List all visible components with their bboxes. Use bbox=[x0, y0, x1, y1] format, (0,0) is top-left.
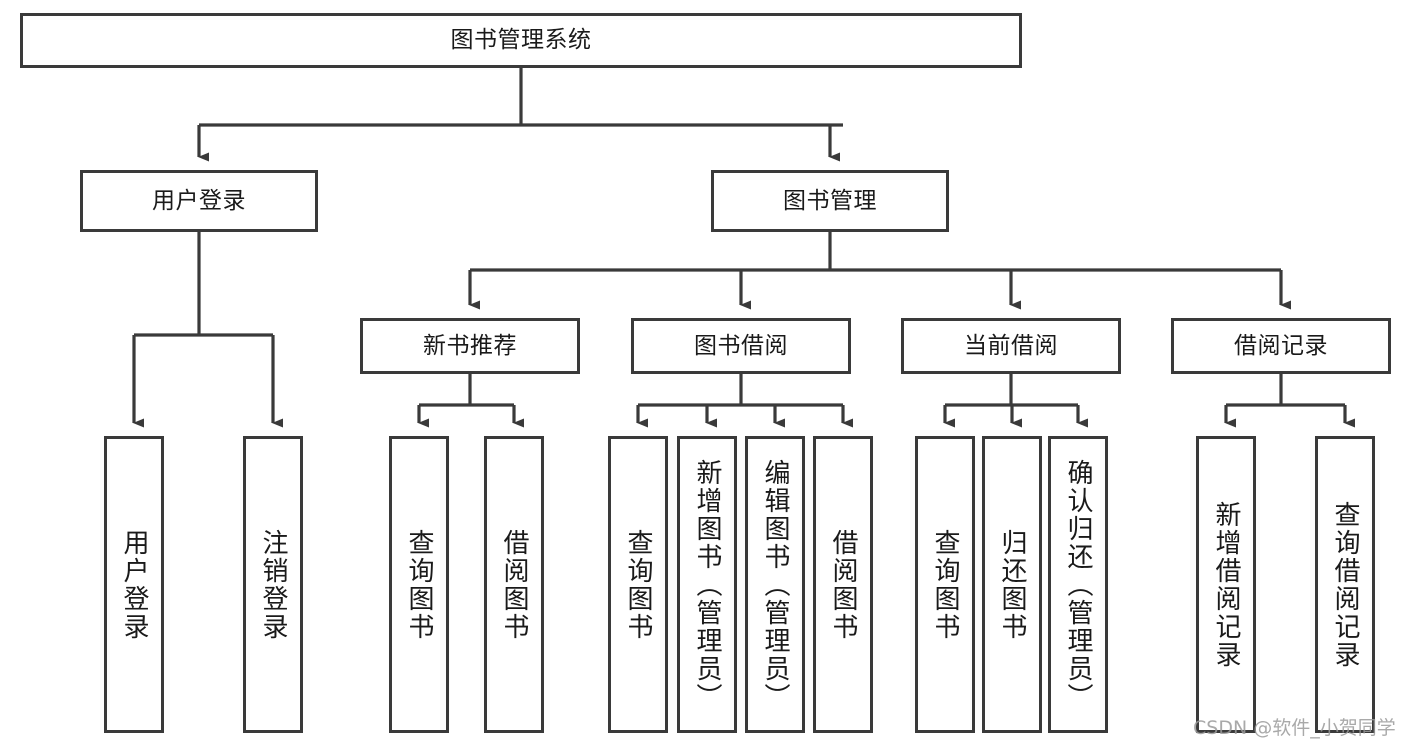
leaf-confirm-return[interactable]: 确认归还（管理员） bbox=[1048, 436, 1108, 733]
node-new-book-rec-label: 新书推荐 bbox=[423, 332, 517, 359]
leaf-return-book[interactable]: 归还图书 bbox=[982, 436, 1042, 733]
leaf-logout-label: 注销登录 bbox=[258, 528, 288, 641]
leaf-user-login[interactable]: 用户登录 bbox=[104, 436, 164, 733]
leaf-return-book-label: 归还图书 bbox=[997, 528, 1027, 641]
leaf-query-book-2[interactable]: 查询图书 bbox=[608, 436, 668, 733]
leaf-user-login-label: 用户登录 bbox=[119, 528, 149, 641]
node-root[interactable]: 图书管理系统 bbox=[20, 13, 1022, 68]
node-book-manage-label: 图书管理 bbox=[783, 187, 877, 214]
leaf-query-record-label: 查询借阅记录 bbox=[1330, 500, 1360, 669]
leaf-query-book-1-label: 查询图书 bbox=[404, 528, 434, 641]
node-root-label: 图书管理系统 bbox=[450, 27, 592, 54]
node-book-borrow-label: 图书借阅 bbox=[694, 332, 788, 359]
node-borrow-record[interactable]: 借阅记录 bbox=[1171, 318, 1391, 374]
node-user-login[interactable]: 用户登录 bbox=[80, 170, 318, 232]
leaf-borrow-book-1[interactable]: 借阅图书 bbox=[484, 436, 544, 733]
node-current-borrow[interactable]: 当前借阅 bbox=[901, 318, 1121, 374]
leaf-query-book-3-label: 查询图书 bbox=[930, 528, 960, 641]
leaf-add-record[interactable]: 新增借阅记录 bbox=[1196, 436, 1256, 733]
leaf-query-book-1[interactable]: 查询图书 bbox=[389, 436, 449, 733]
leaf-query-record[interactable]: 查询借阅记录 bbox=[1315, 436, 1375, 733]
leaf-confirm-return-label: 确认归还（管理员） bbox=[1063, 458, 1093, 711]
leaf-add-book-label: 新增图书（管理员） bbox=[692, 458, 722, 711]
node-current-borrow-label: 当前借阅 bbox=[964, 332, 1058, 359]
node-book-borrow[interactable]: 图书借阅 bbox=[631, 318, 851, 374]
node-book-manage[interactable]: 图书管理 bbox=[711, 170, 949, 232]
leaf-borrow-book-1-label: 借阅图书 bbox=[499, 528, 529, 641]
leaf-add-book[interactable]: 新增图书（管理员） bbox=[677, 436, 737, 733]
leaf-add-record-label: 新增借阅记录 bbox=[1211, 500, 1241, 669]
leaf-borrow-book-2-label: 借阅图书 bbox=[828, 528, 858, 641]
node-new-book-rec[interactable]: 新书推荐 bbox=[360, 318, 580, 374]
node-user-login-label: 用户登录 bbox=[152, 187, 246, 214]
leaf-edit-book[interactable]: 编辑图书（管理员） bbox=[745, 436, 805, 733]
leaf-query-book-3[interactable]: 查询图书 bbox=[915, 436, 975, 733]
leaf-edit-book-label: 编辑图书（管理员） bbox=[760, 458, 790, 711]
leaf-logout[interactable]: 注销登录 bbox=[243, 436, 303, 733]
csdn-watermark: CSDN @软件_小贺同学 bbox=[1193, 717, 1396, 739]
leaf-borrow-book-2[interactable]: 借阅图书 bbox=[813, 436, 873, 733]
node-borrow-record-label: 借阅记录 bbox=[1234, 332, 1328, 359]
leaf-query-book-2-label: 查询图书 bbox=[623, 528, 653, 641]
